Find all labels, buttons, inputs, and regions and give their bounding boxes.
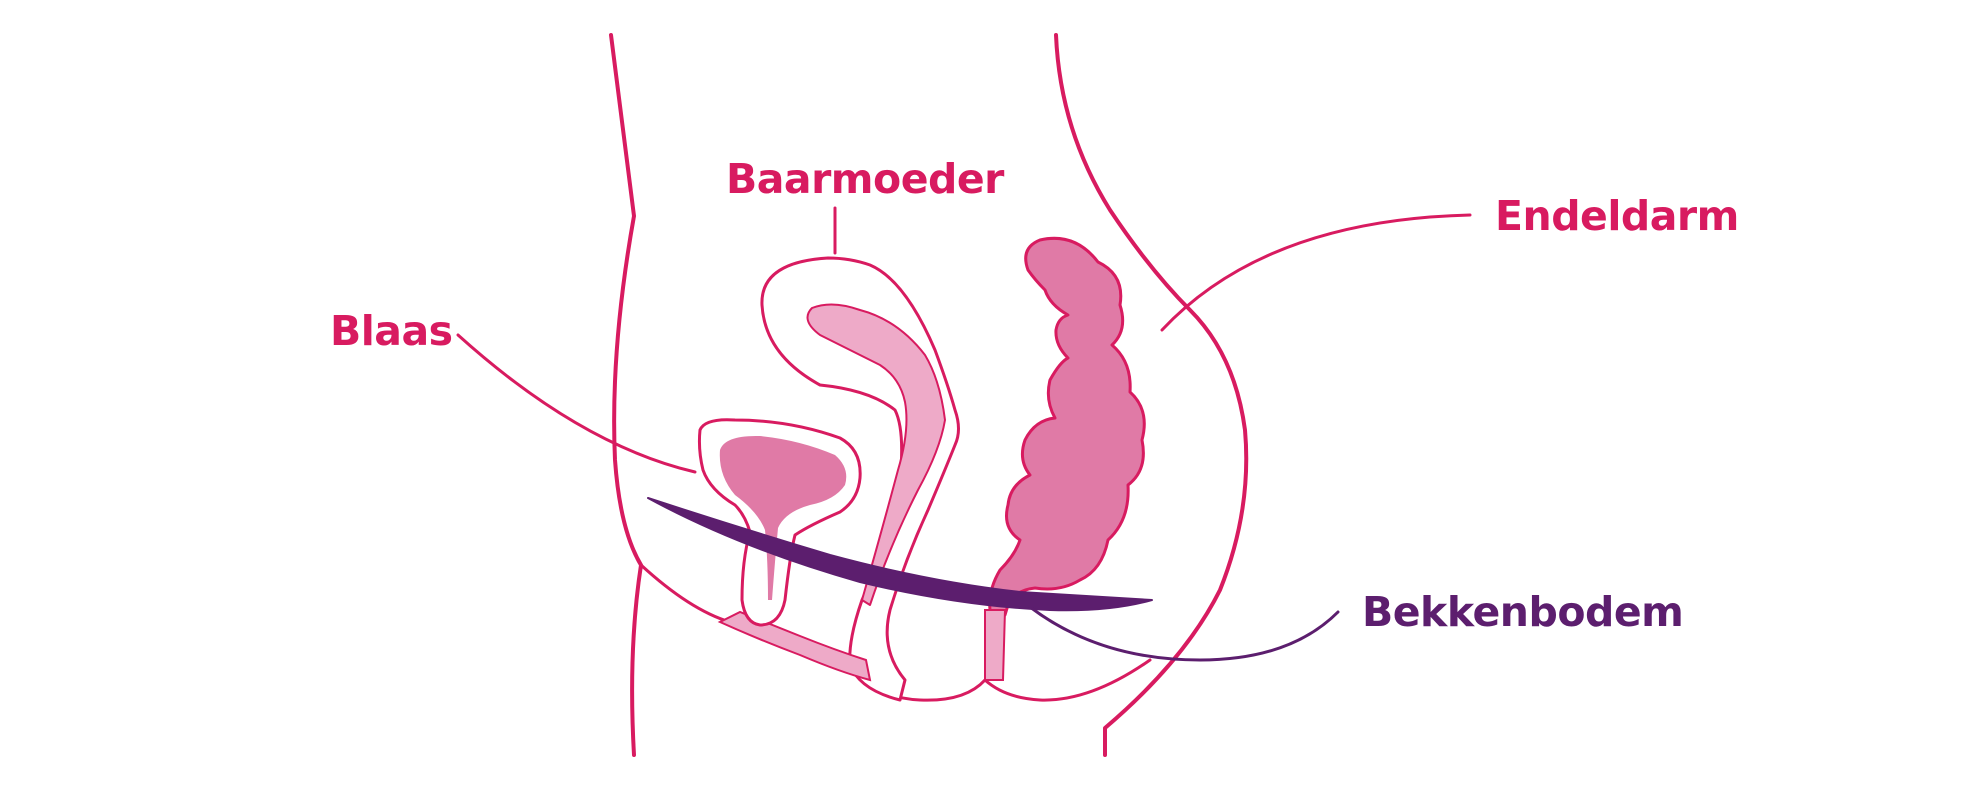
label-bekkenbodem: Bekkenbodem [1362,588,1684,636]
leader-line-blaas [456,333,697,474]
label-blaas: Blaas [330,307,453,355]
rectum-shape [988,236,1146,617]
anal-canal [984,609,1007,681]
body-outline-front [609,33,644,757]
leader-line-bekkenbodem [1028,605,1340,662]
uterus-cavity [806,303,946,606]
bladder-fill [719,435,847,600]
body-outline-back [1054,33,1249,757]
leader-line-endeldarm [1160,213,1472,332]
vagina-canal [717,610,872,682]
label-endeldarm: Endeldarm [1495,192,1739,240]
label-baarmoeder: Baarmoeder [726,155,1004,203]
pelvic-floor-band [647,497,1153,612]
